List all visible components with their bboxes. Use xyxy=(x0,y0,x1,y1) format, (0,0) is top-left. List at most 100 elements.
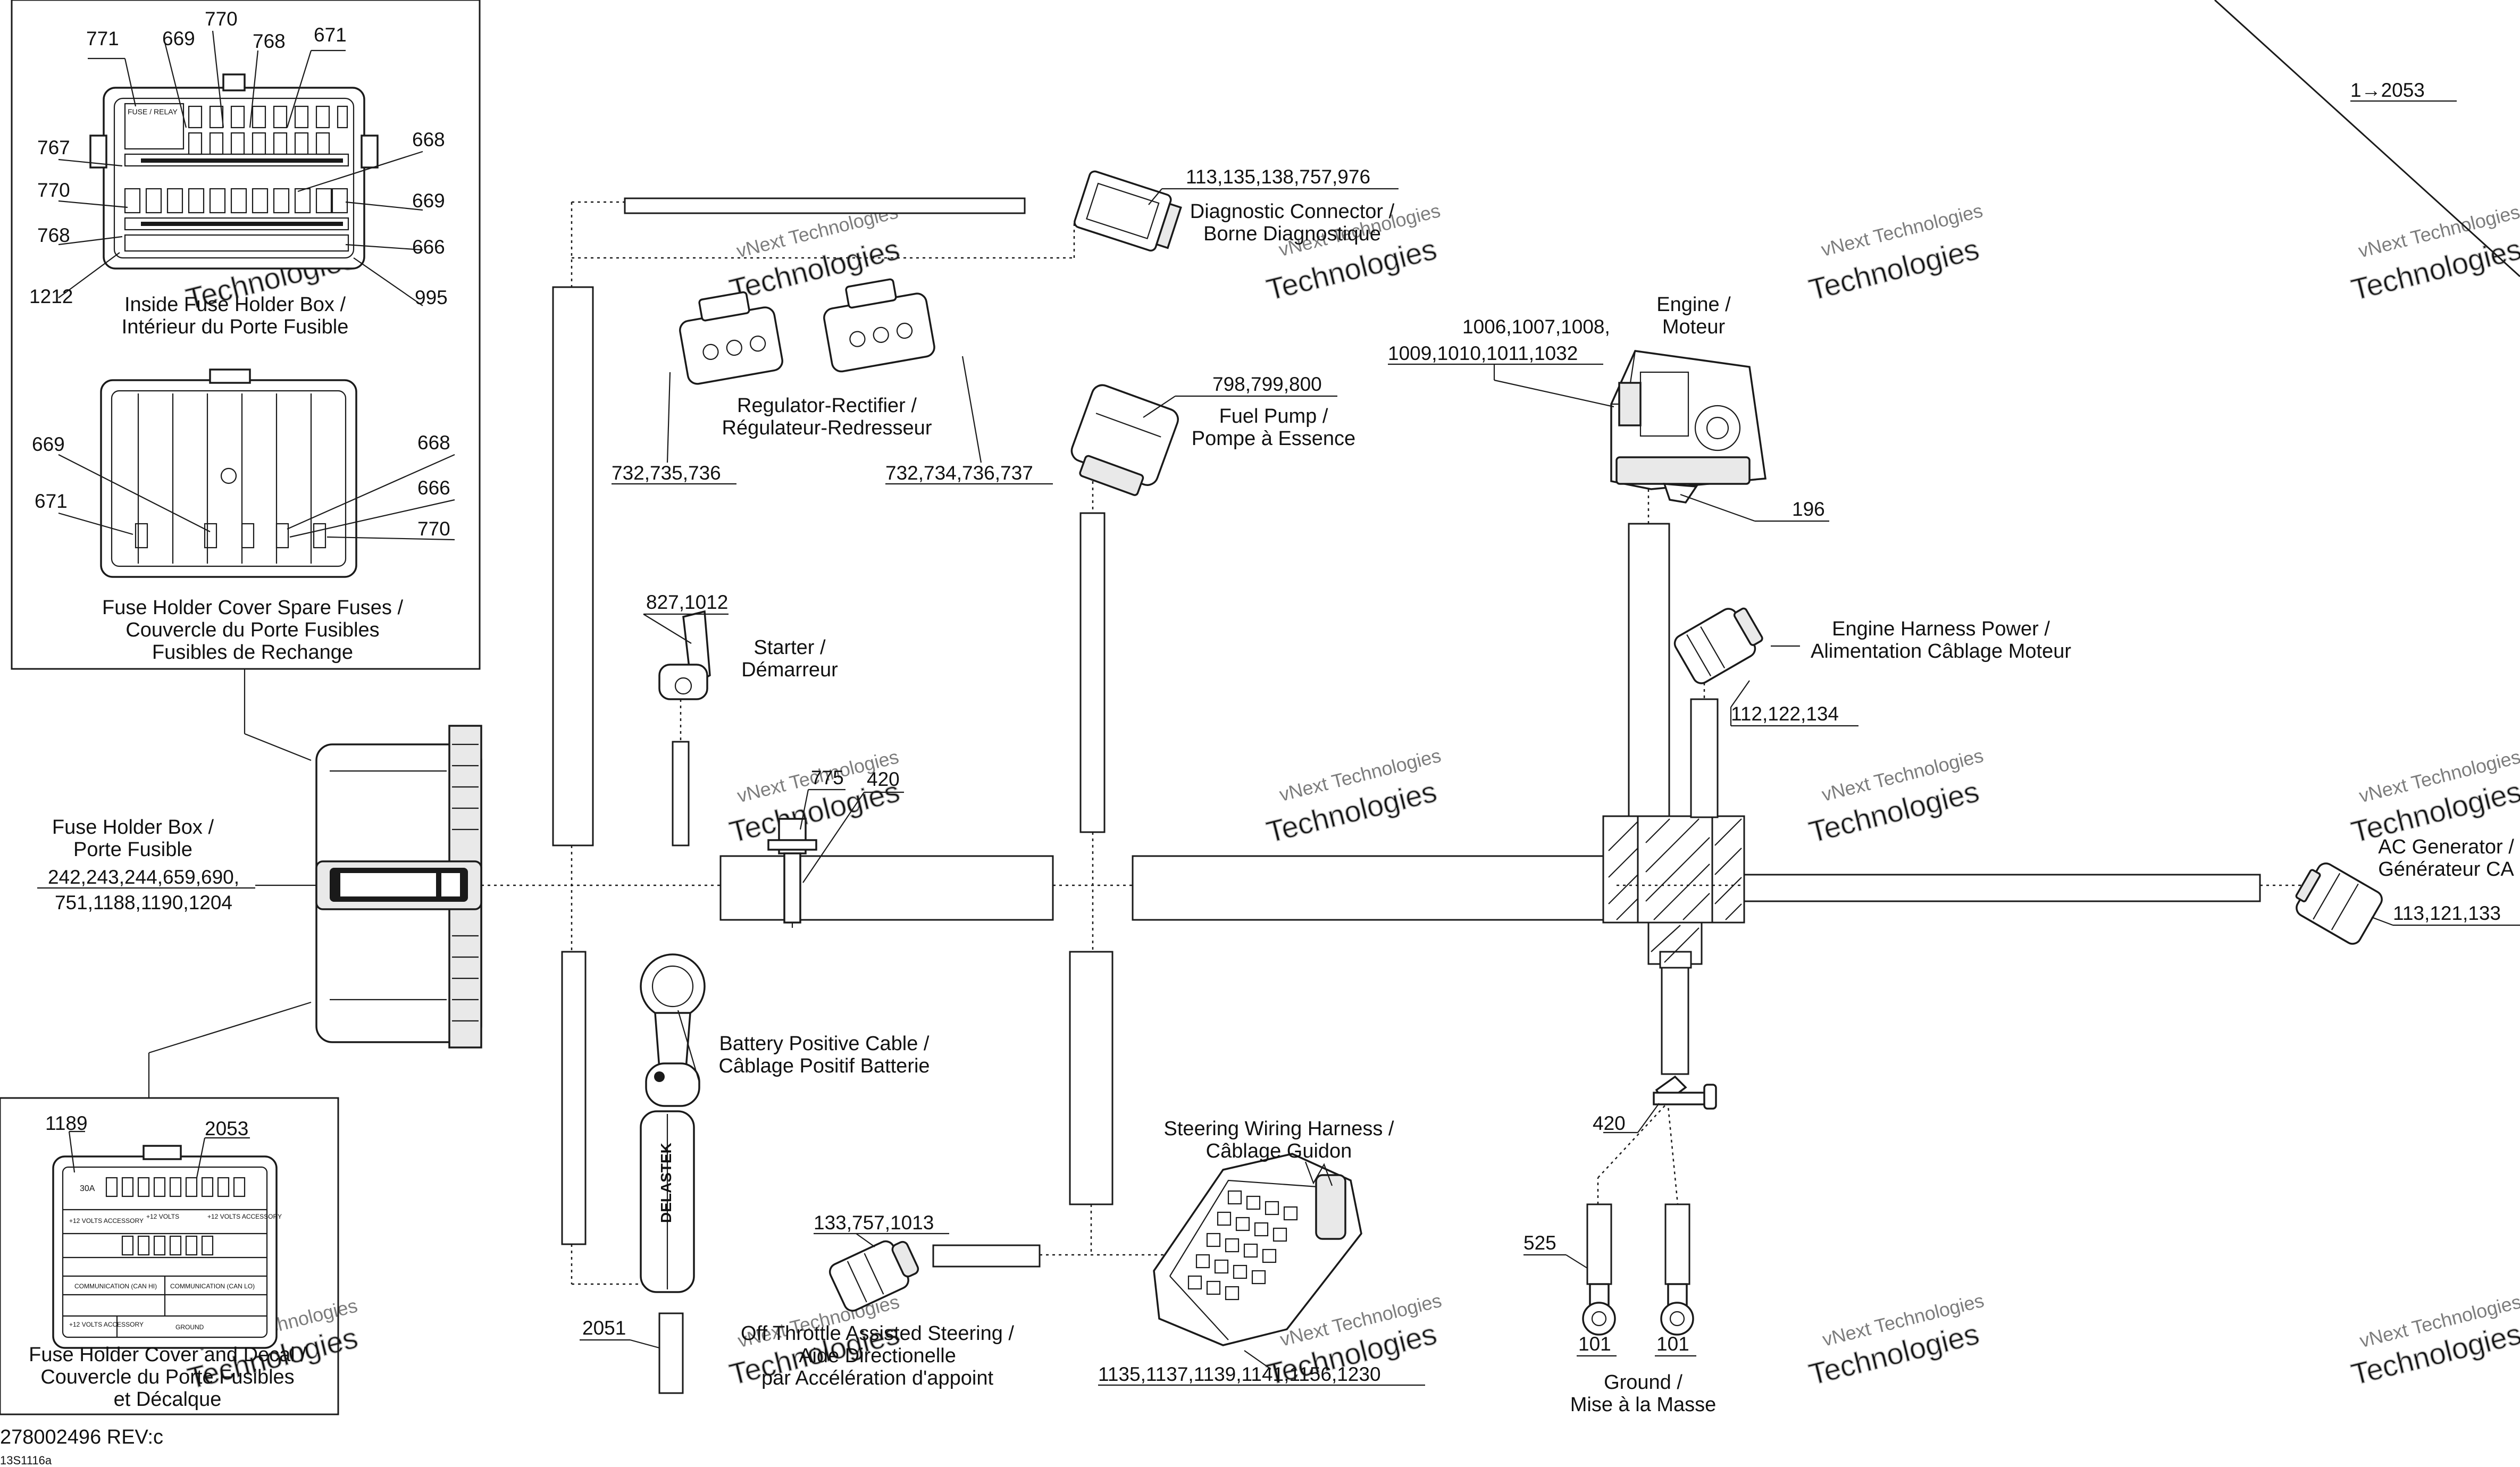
ground-label: Ground / xyxy=(1604,1371,1682,1394)
harness-branch-lower xyxy=(561,951,587,1245)
callout-196: 196 xyxy=(1792,498,1825,520)
spare-fuses-label-fr1: Couvercle du Porte Fusibles xyxy=(125,619,379,641)
battery-cable-label-fr: Câblage Positif Batterie xyxy=(718,1055,930,1077)
decal-30a: 30A xyxy=(80,1184,95,1193)
callout-767: 767 xyxy=(37,137,70,158)
callout-1009-1032: 1009,1010,1011,1032 xyxy=(1388,342,1578,364)
engine-label: Engine / xyxy=(1656,294,1731,316)
harness-to-diag-connector xyxy=(624,197,1026,214)
callout-1006-1008: 1006,1007,1008, xyxy=(1462,316,1610,338)
callout-101: 101 xyxy=(1656,1333,1689,1355)
callout-1-to-2053: 1→2053 xyxy=(2350,79,2425,101)
ac-generator-connector xyxy=(2295,862,2383,945)
diagnostic-connector xyxy=(1074,170,1182,252)
callout-768: 768 xyxy=(37,224,70,246)
harness-to-steering xyxy=(1069,951,1114,1205)
ground-lead-525 xyxy=(1586,1203,1612,1285)
callout-732-737: 732,734,736,737 xyxy=(885,462,1033,484)
callout-669: 669 xyxy=(412,190,445,212)
callout-101: 101 xyxy=(1578,1333,1611,1355)
harness-to-otas xyxy=(932,1244,1041,1268)
harness-trunk-right xyxy=(1740,874,2261,902)
callout-112-134: 112,122,134 xyxy=(1731,703,1839,725)
harness-to-engine xyxy=(1628,523,1670,817)
engine-harness-power-connector xyxy=(1673,607,1763,684)
starter-label: Starter / xyxy=(754,636,826,659)
decal-can-hi: COMMUNICATION (CAN HI) xyxy=(74,1282,157,1290)
callout-666: 666 xyxy=(417,477,450,499)
fuse-cover-decal-label: Fuse Holder Cover and Decal / xyxy=(29,1344,306,1366)
ground-ring-terminals xyxy=(1582,1283,1694,1336)
inside-fuse-holder-label-fr: Intérieur du Porte Fusible xyxy=(122,316,349,338)
engine-ecm-connector xyxy=(1610,350,1766,504)
decal-12v: +12 VOLTS xyxy=(146,1213,179,1220)
callout-1189: 1189 xyxy=(45,1112,88,1134)
engine-harness-power-label-fr: Alimentation Câblage Moteur xyxy=(1811,640,2071,663)
cable-brand: DELASTEK xyxy=(658,1143,674,1223)
fuel-pump-label-fr: Pompe à Essence xyxy=(1192,427,1355,450)
decal-can-lo: COMMUNICATION (CAN LO) xyxy=(170,1282,255,1290)
spare-fuses-cover xyxy=(100,368,357,578)
battery-positive-cable: DELASTEK xyxy=(640,953,706,1293)
callout-420: 420 xyxy=(867,768,900,790)
callout-732-736: 732,735,736 xyxy=(612,462,721,484)
steering-harness-connector xyxy=(1153,1153,1362,1346)
diagnostic-connector-label: Diagnostic Connector / xyxy=(1190,200,1395,223)
otas-connector xyxy=(828,1240,919,1312)
callout-669: 669 xyxy=(162,28,195,49)
ac-generator-label: AC Generator / xyxy=(2378,836,2514,858)
callout-2051: 2051 xyxy=(582,1317,626,1339)
decal-12v-accessory: +12 VOLTS ACCESSORY xyxy=(69,1217,144,1225)
drawing-id: 13S1116a xyxy=(0,1454,52,1467)
callout-242-690: 242,243,244,659,690, xyxy=(48,866,239,888)
steering-harness-label-fr: Câblage Guidon xyxy=(1206,1140,1352,1162)
diagnostic-connector-label-fr: Borne Diagnostique xyxy=(1203,223,1381,245)
callout-1212: 1212 xyxy=(29,286,73,307)
callout-666: 666 xyxy=(412,236,445,258)
ground-lead-101 xyxy=(1664,1203,1690,1285)
reference-line-2053 xyxy=(2214,0,2520,278)
regulator-rectifier-connectors xyxy=(679,278,935,385)
callout-771: 771 xyxy=(86,28,119,49)
decal-ground: GROUND xyxy=(175,1323,204,1331)
harness-to-ground xyxy=(1661,967,1689,1075)
ac-generator-label-fr: Générateur CA xyxy=(2378,858,2514,881)
callout-525: 525 xyxy=(1523,1232,1556,1254)
document-number: 278002496 REV:c xyxy=(0,1426,163,1448)
fuse-holder-box xyxy=(315,725,482,1049)
callout-798-800: 798,799,800 xyxy=(1212,373,1322,395)
callout-768: 768 xyxy=(253,30,286,52)
harness-trunks xyxy=(481,197,2310,1394)
callout-770: 770 xyxy=(37,179,70,201)
harness-clip-775 xyxy=(767,818,817,928)
fuel-pump-label: Fuel Pump / xyxy=(1219,405,1328,427)
starter-label-fr: Démarreur xyxy=(741,659,838,681)
callout-133-1013: 133,757,1013 xyxy=(814,1212,934,1234)
inside-fuse-holder-label: Inside Fuse Holder Box / xyxy=(124,294,346,316)
panel-frame xyxy=(11,0,481,670)
fuse-relay-head: FUSE / RELAY xyxy=(128,107,178,116)
engine-harness-power-label: Engine Harness Power / xyxy=(1832,618,2050,640)
regulator-rectifier-label: Regulator-Rectifier / xyxy=(737,395,917,417)
ground-clip-420 xyxy=(1653,1075,1717,1110)
otas-label-fr1: Aide Directionelle xyxy=(799,1345,956,1367)
spare-fuses-label: Fuse Holder Cover Spare Fuses / xyxy=(102,597,403,619)
callout-113-133: 113,121,133 xyxy=(2393,902,2501,924)
callout-113-976: 113,135,138,757,976 xyxy=(1186,166,1370,188)
callout-1135-1230: 1135,1137,1139,1141,1156,1230 xyxy=(1098,1363,1381,1385)
callout-775: 775 xyxy=(811,767,844,789)
otas-label-fr2: par Accélération d'appoint xyxy=(761,1367,994,1389)
callout-770: 770 xyxy=(417,518,450,540)
fuse-cover-decal-label-fr2: et Décalque xyxy=(114,1388,222,1411)
fuel-pump-connector xyxy=(1070,384,1179,496)
battery-cable-label: Battery Positive Cable / xyxy=(719,1033,930,1055)
harness-to-starter xyxy=(672,741,690,846)
otas-label: Off Throttle Assisted Steering / xyxy=(741,1322,1014,1345)
callout-671: 671 xyxy=(35,490,68,512)
callout-671: 671 xyxy=(314,24,347,46)
inside-fuse-box: FUSE / RELAY xyxy=(89,73,379,270)
harness-junction xyxy=(1602,815,1745,969)
decal-12v-accessory: +12 VOLTS ACCESSORY xyxy=(207,1213,282,1220)
fuse-cover-decal-panel: 30A +12 VOLTS ACCESSORY +12 VOLTS +12 VO… xyxy=(0,1097,339,1415)
